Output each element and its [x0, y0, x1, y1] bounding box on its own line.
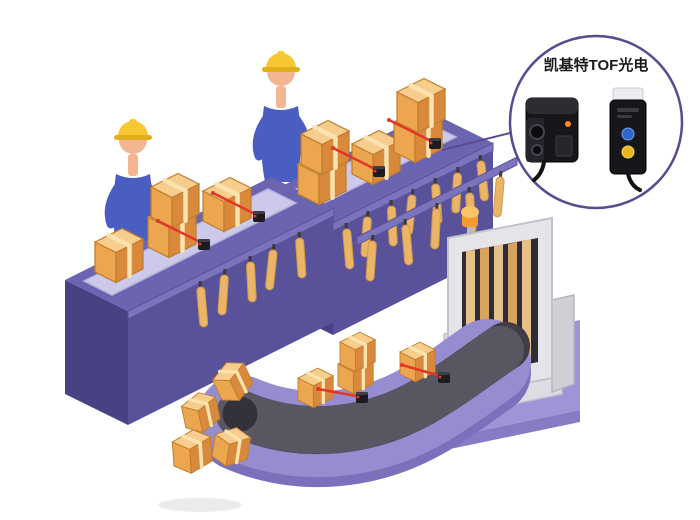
rod-rail [127, 207, 335, 320]
end-roller [219, 393, 261, 435]
callout: 凯基特TOF光电 [441, 34, 684, 210]
tof-sensor [429, 138, 441, 149]
laser-beam [331, 146, 381, 173]
rod-rail [356, 156, 518, 246]
laser-beam [316, 387, 364, 399]
curved-conveyor [197, 319, 531, 488]
hanging-rods-left [127, 207, 335, 328]
laser-beam [400, 363, 446, 379]
lower-sensors [316, 363, 450, 403]
laser-beam [211, 191, 261, 218]
worker-right [257, 51, 305, 182]
gate-side-panel [551, 294, 575, 394]
elevated-sensors [156, 118, 441, 250]
sensor-lens-icon [531, 144, 543, 156]
yellow-button-icon [621, 145, 635, 159]
sensor-cable [626, 172, 642, 192]
sensor-led-icon [565, 121, 571, 127]
callout-connector-line [441, 131, 515, 151]
photoelectric-sensor-image [525, 97, 579, 182]
callout-label: 凯基特TOF光电 [544, 56, 649, 74]
hanging-rod [492, 170, 506, 218]
sensor-cable [532, 160, 546, 182]
amplifier-sensor-image [609, 87, 647, 192]
blue-button-icon [621, 127, 635, 141]
hanging-rods-right [332, 142, 518, 282]
sensor-lens-icon [529, 124, 545, 140]
tof-sensor [373, 166, 385, 177]
carton-box [169, 426, 215, 477]
tof-sensor [438, 372, 450, 383]
tof-sensor [198, 239, 210, 250]
beacon-light [461, 206, 479, 234]
laser-beam [387, 118, 437, 145]
falling-boxes [158, 354, 259, 512]
rod-rail [332, 142, 494, 232]
tof-sensor [253, 211, 265, 222]
tof-sensor [356, 392, 368, 403]
laser-beam [156, 219, 206, 246]
